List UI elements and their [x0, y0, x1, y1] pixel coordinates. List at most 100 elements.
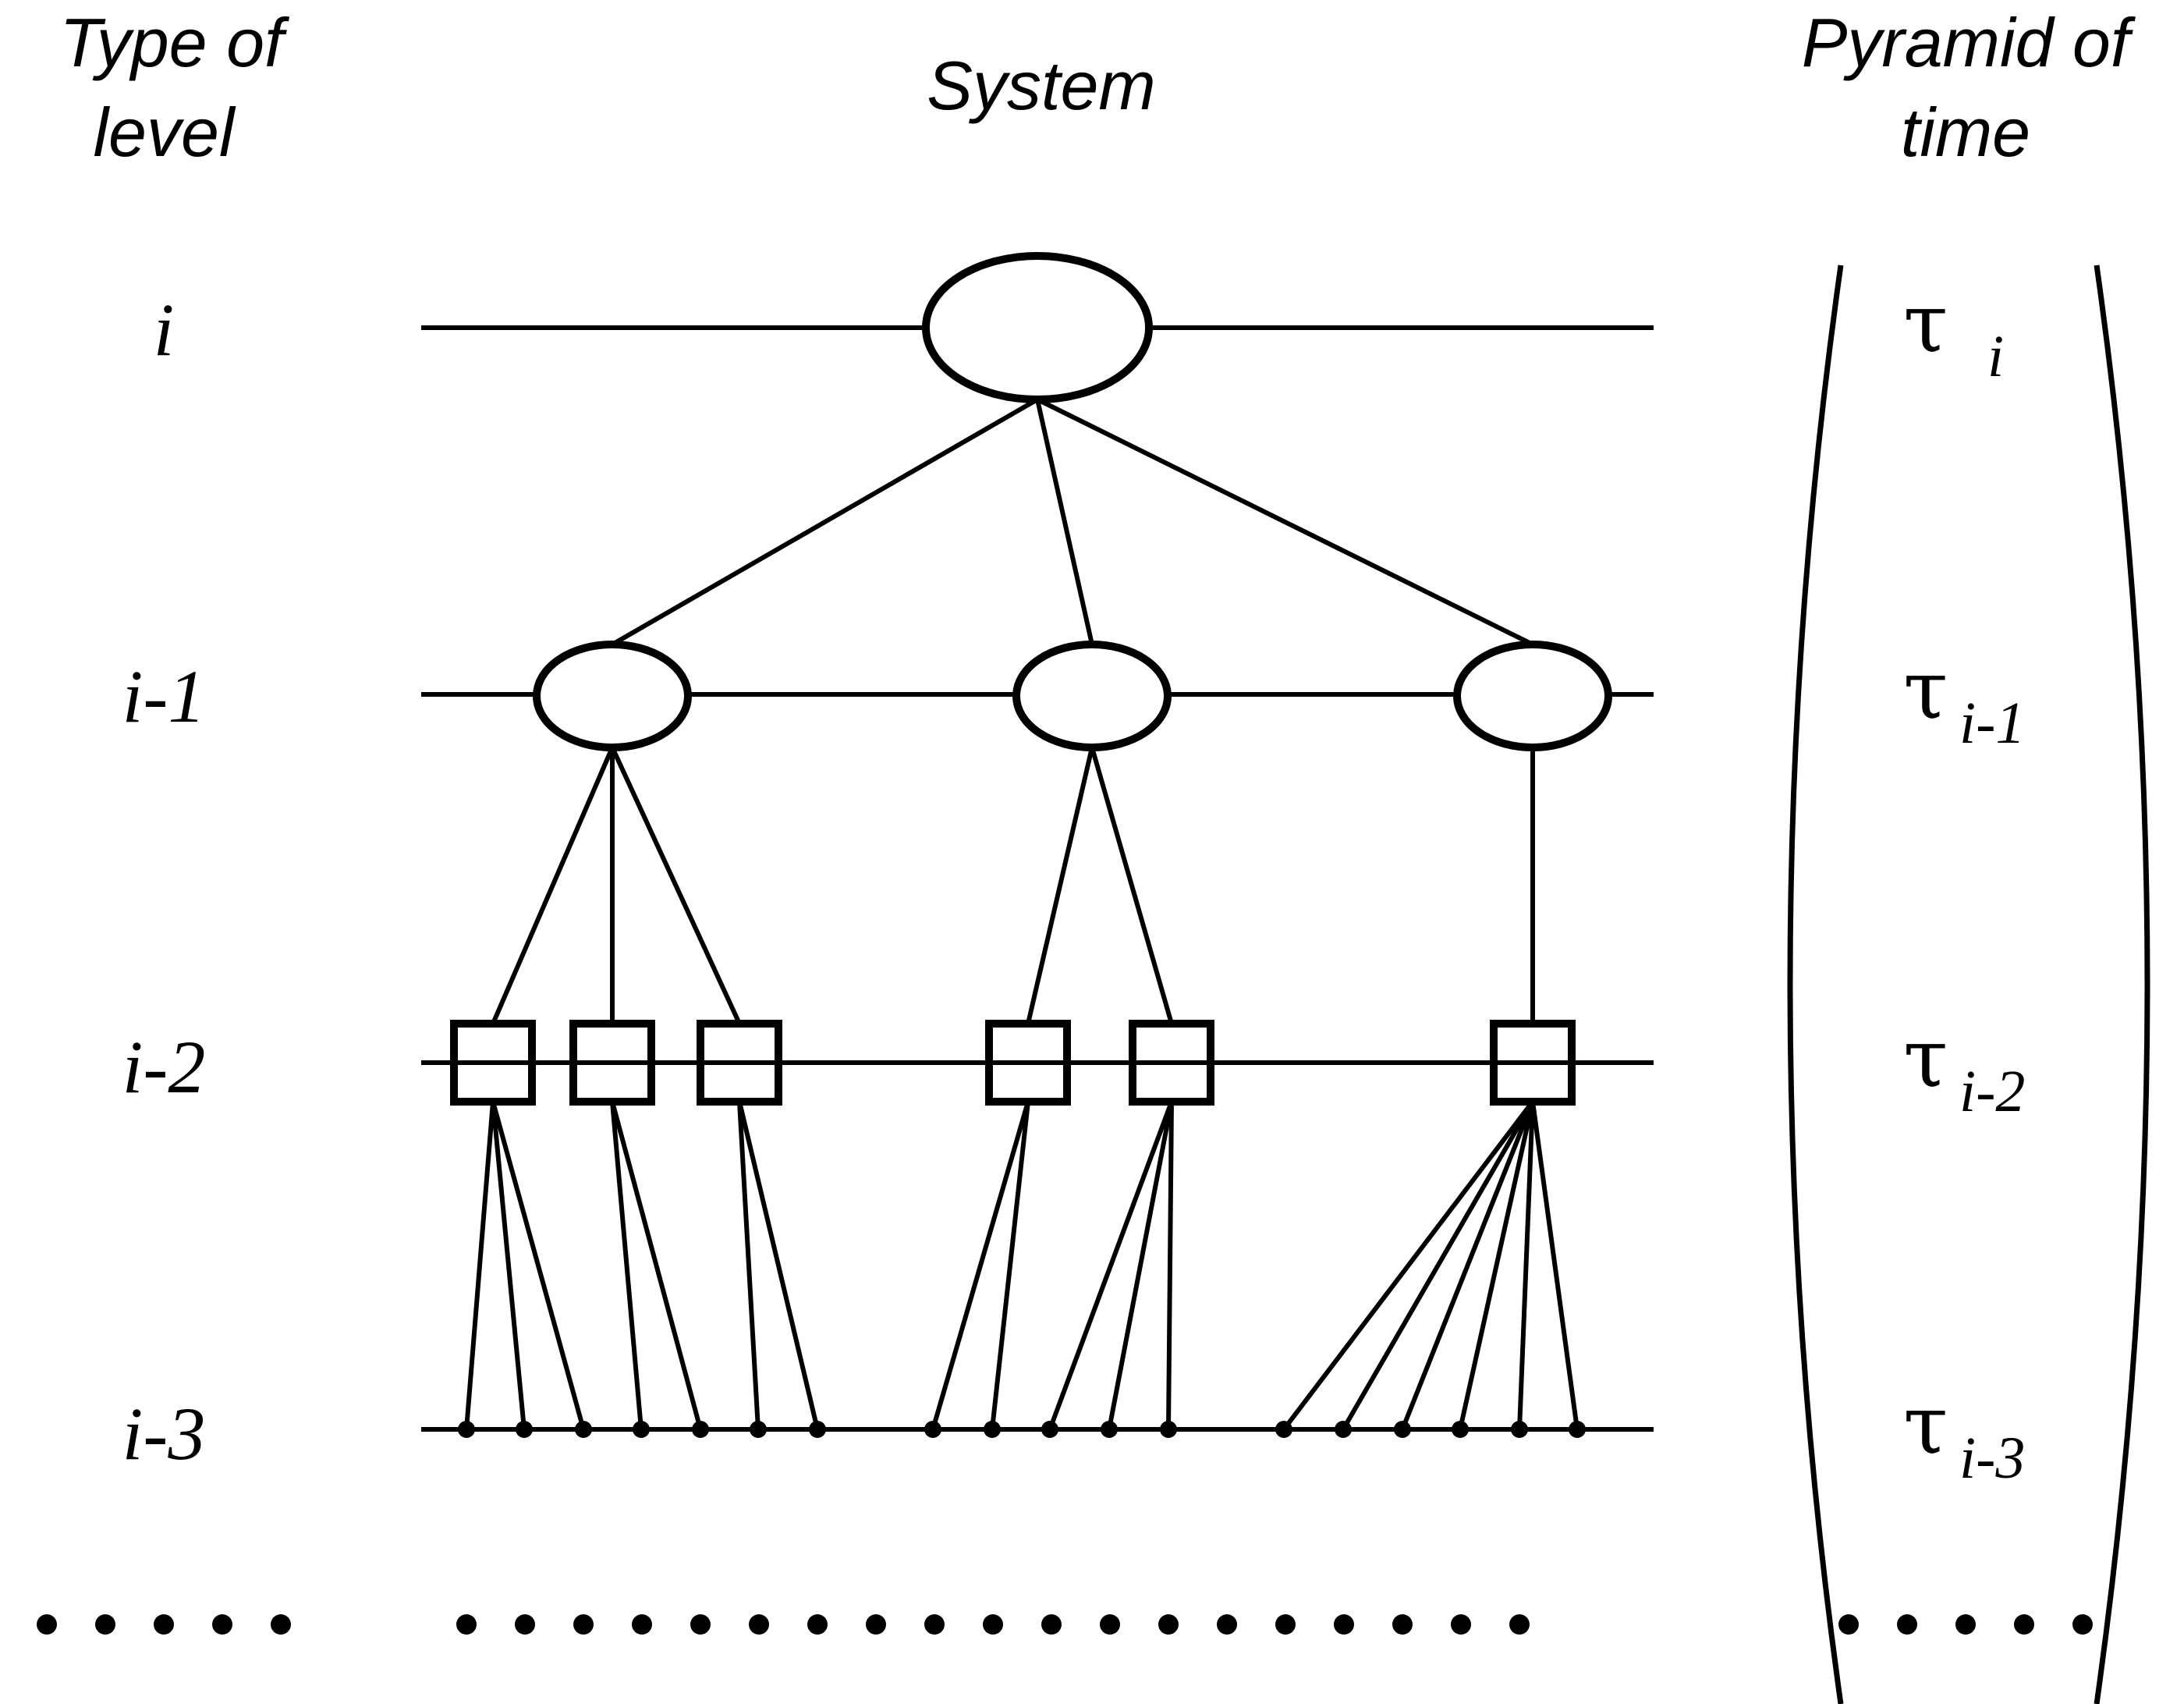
- continuation-dots: [37, 1614, 2093, 1635]
- ellipsis-dot: [749, 1614, 769, 1635]
- header-pyramid-of-time-line1: Pyramid of: [1802, 4, 2136, 81]
- header-pyramid-of-time-line2: time: [1901, 94, 2030, 171]
- point-node: [924, 1421, 941, 1438]
- edges-level-i-2: [464, 1100, 1580, 1431]
- point-node: [1041, 1421, 1058, 1438]
- edge: [464, 1101, 495, 1430]
- element-node: [569, 1020, 655, 1106]
- edges-level-i: [611, 397, 1534, 647]
- edge: [491, 1101, 586, 1430]
- edge: [737, 1101, 760, 1430]
- edge: [990, 1101, 1030, 1430]
- ellipsis-dot: [1100, 1614, 1120, 1635]
- ellipsis-dot: [983, 1614, 1003, 1635]
- element-node: [985, 1020, 1071, 1106]
- ellipsis-dot: [154, 1614, 174, 1635]
- point-node: [1101, 1421, 1118, 1438]
- point-node: [633, 1421, 650, 1438]
- ellipsis-dot: [95, 1614, 115, 1635]
- ellipsis-dot: [2014, 1614, 2034, 1635]
- ellipsis-dot: [1217, 1614, 1237, 1635]
- subsystem-node: [533, 641, 692, 751]
- ellipsis-dot: [1041, 1614, 1062, 1635]
- edge: [1517, 1101, 1535, 1430]
- edge: [1458, 1101, 1535, 1430]
- edge: [611, 397, 1039, 647]
- tau-symbol-i-3: τ: [1903, 1377, 1948, 1472]
- tau-subscript-i-2: i-2: [1959, 1059, 2025, 1124]
- ellipsis-dot: [632, 1614, 652, 1635]
- edge: [1036, 397, 1534, 647]
- ellipsis-dot: [866, 1614, 886, 1635]
- ellipsis-dot: [1334, 1614, 1354, 1635]
- point-node: [1511, 1421, 1528, 1438]
- ellipsis-dot: [2072, 1614, 2093, 1635]
- point-node: [1394, 1421, 1411, 1438]
- point-node: [575, 1421, 592, 1438]
- point-node: [692, 1421, 709, 1438]
- tau-symbol-i: τ: [1903, 275, 1948, 371]
- subsystem-node: [1453, 641, 1612, 751]
- ellipsis-dot: [807, 1614, 828, 1635]
- point-node: [1275, 1421, 1292, 1438]
- element-node: [1129, 1020, 1214, 1106]
- header-system: System: [927, 47, 1155, 124]
- ellipsis-dot: [212, 1614, 232, 1635]
- right-bracket: [2094, 264, 2150, 1704]
- point-node: [1569, 1421, 1586, 1438]
- edge: [1090, 747, 1174, 1024]
- point-node: [984, 1421, 1001, 1438]
- edge: [491, 1101, 526, 1430]
- level-label-i: i: [154, 288, 175, 371]
- ellipsis-dot: [456, 1614, 477, 1635]
- point-node: [809, 1421, 826, 1438]
- ellipsis-dot: [515, 1614, 535, 1635]
- left-bracket: [1787, 264, 1844, 1704]
- ellipsis-dot: [37, 1614, 57, 1635]
- point-node: [516, 1421, 533, 1438]
- point-node: [458, 1421, 475, 1438]
- tau-symbol-i-2: τ: [1903, 1010, 1948, 1106]
- top-node: [922, 252, 1153, 403]
- tau-subscript-i-3: i-3: [1959, 1425, 2025, 1491]
- point-node: [1452, 1421, 1469, 1438]
- tau-subscript-i-1: i-1: [1959, 690, 2025, 756]
- edge: [737, 1101, 820, 1430]
- edge: [610, 746, 742, 1025]
- header-type-of-level-line1: Type of: [60, 4, 290, 81]
- pyramid-brackets: [1787, 264, 2150, 1704]
- point-node: [1160, 1421, 1177, 1438]
- edge: [1166, 1101, 1174, 1430]
- level-i-1-nodes: [533, 641, 1612, 751]
- ellipsis-dot: [271, 1614, 291, 1635]
- element-node: [450, 1020, 536, 1106]
- ellipsis-dot: [1509, 1614, 1530, 1635]
- subsystem-node: [1012, 641, 1172, 751]
- ellipsis-dot: [1392, 1614, 1413, 1635]
- ellipsis-dot: [573, 1614, 594, 1635]
- point-node: [750, 1421, 767, 1438]
- edges-level-i-1: [491, 746, 1535, 1025]
- edge: [1341, 1100, 1535, 1431]
- edge: [1107, 1101, 1174, 1430]
- edge: [610, 1101, 644, 1430]
- header-type-of-level-line2: level: [94, 94, 236, 171]
- ellipsis-dot: [1897, 1614, 1917, 1635]
- level-i-3-nodes: [458, 1421, 1586, 1438]
- edge: [610, 1101, 703, 1430]
- level-label-i-2: i-2: [122, 1025, 206, 1109]
- element-node: [697, 1020, 782, 1106]
- edge: [491, 746, 615, 1025]
- ellipsis-dot: [1955, 1614, 1976, 1635]
- ellipsis-dot: [1275, 1614, 1296, 1635]
- ellipsis-dot: [1451, 1614, 1471, 1635]
- level-labels: i i-1 i-2 i-3: [122, 288, 206, 1475]
- level-label-i-3: i-3: [122, 1392, 206, 1475]
- tau-subscript-i: i: [1987, 324, 2004, 389]
- ellipsis-dot: [1838, 1614, 1859, 1635]
- edge: [1035, 399, 1094, 645]
- ellipsis-dot: [690, 1614, 711, 1635]
- ellipsis-dot: [924, 1614, 945, 1635]
- edge: [1026, 747, 1094, 1024]
